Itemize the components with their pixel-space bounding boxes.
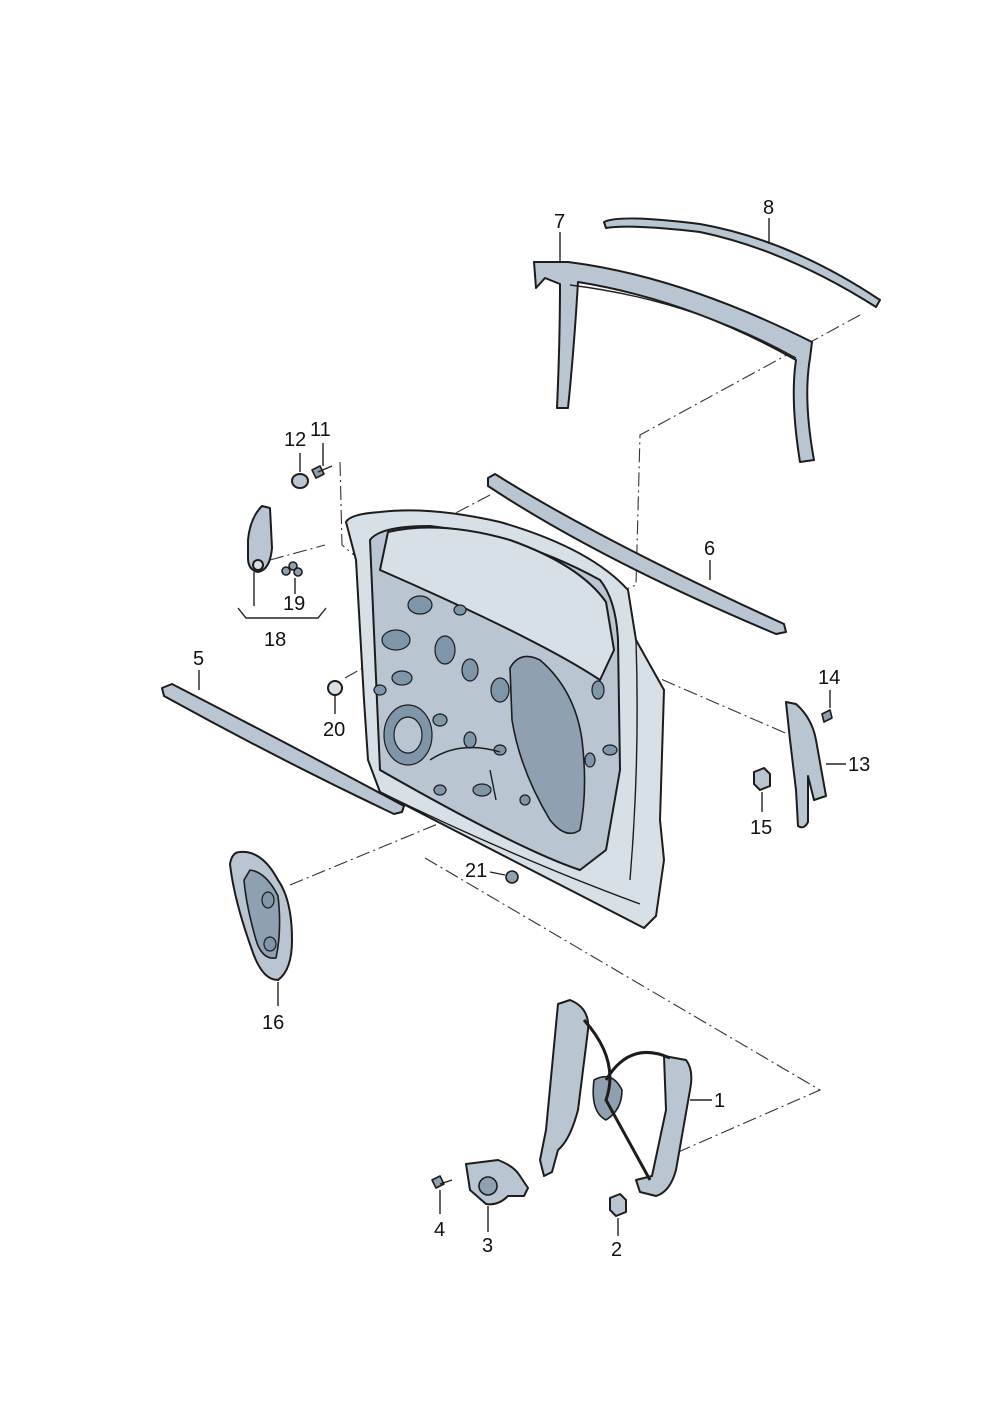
part-5-window-seal-inner	[161, 683, 405, 815]
callout-12: 12	[284, 429, 306, 451]
part-21-grommet	[505, 870, 519, 884]
part-18-mirror-trim	[247, 505, 273, 573]
part-7-window-channel	[533, 261, 815, 463]
callout-21: 21	[465, 860, 487, 882]
callout-8: 8	[763, 197, 774, 219]
callout-labels: 1 2 3 4 5 6 7 8 11 12 13 14 15 16 18 19 …	[193, 197, 870, 1261]
callout-2: 2	[611, 1239, 622, 1261]
part-13-frame-trim	[785, 701, 827, 829]
callout-11: 11	[310, 419, 331, 441]
part-1-window-regulator	[539, 999, 712, 1197]
callout-6: 6	[704, 538, 715, 560]
callout-20: 20	[323, 719, 345, 741]
part-6-window-seal-outer	[487, 473, 787, 635]
part-12-cap	[291, 473, 309, 489]
part-15-nut	[753, 767, 771, 812]
door-panel	[345, 509, 665, 929]
part-2-nut	[609, 1193, 627, 1236]
part-19-clip	[281, 561, 303, 577]
part-16-access-cover	[229, 850, 293, 981]
part-11-screw	[311, 465, 333, 479]
callout-16: 16	[262, 1012, 284, 1034]
callout-7: 7	[554, 211, 565, 233]
part-3-window-motor	[465, 1159, 529, 1232]
callout-14: 14	[818, 667, 840, 689]
callout-3: 3	[482, 1235, 493, 1257]
part-20-plug	[327, 680, 343, 696]
part-8-roof-seal	[603, 217, 881, 308]
callout-18: 18	[264, 629, 286, 651]
callout-13: 13	[848, 754, 870, 776]
callout-15: 15	[750, 817, 772, 839]
part-14-screw	[821, 690, 833, 723]
callout-1: 1	[714, 1090, 725, 1112]
callout-4: 4	[434, 1219, 445, 1241]
callout-5: 5	[193, 648, 204, 670]
part-4-screw	[431, 1175, 453, 1214]
callout-19: 19	[283, 593, 305, 615]
